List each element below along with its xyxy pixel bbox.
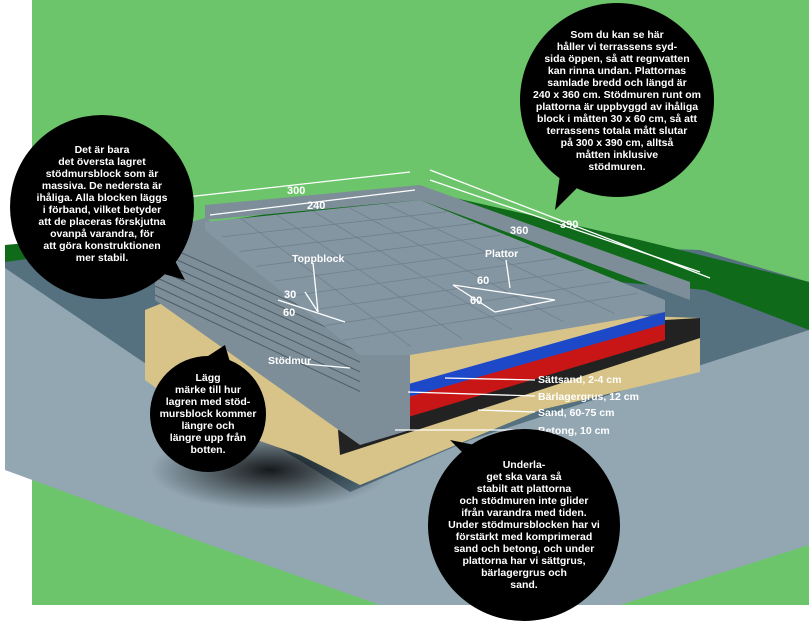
tile-seam	[273, 246, 529, 282]
label-sattsand: Sättsand, 2-4 cm	[538, 374, 621, 386]
dim-tile-60-a: 60	[477, 275, 489, 287]
callout-line: plattorna har vi sättgrus,	[462, 555, 585, 567]
callout-line: Som du kan se här	[570, 29, 663, 41]
callout-line: längre upp från	[170, 432, 246, 444]
callout-line: stödmuren.	[588, 161, 645, 173]
retaining-wall-back	[205, 185, 690, 300]
callout-line: stödmursblock som är	[46, 168, 159, 180]
callout-line: Det är bara	[75, 144, 130, 156]
callout-line: Under stödmursblocken har vi	[448, 519, 600, 531]
tile-seam	[342, 292, 638, 341]
callout-line: botten.	[191, 444, 226, 456]
tile-seam	[383, 203, 615, 314]
callout-line: ihåliga. Alla blocken läggs	[37, 192, 168, 204]
tile-seam	[239, 222, 475, 252]
callout-line: Underla-	[503, 459, 546, 471]
label-barlagergrus: Bärlagergrus, 12 cm	[538, 391, 639, 403]
tile-seam	[312, 210, 513, 331]
callout-line: och stödmuren inte glider	[460, 495, 589, 507]
retaining-wall-front	[360, 345, 410, 440]
retaining-wall-left	[155, 218, 410, 445]
tile-seam	[240, 218, 412, 347]
label-toppblock: Toppblock	[292, 253, 344, 265]
dim-tile-60-b: 60	[470, 295, 482, 307]
callout-line: block i måtten 30 x 60 cm, så att	[537, 113, 697, 125]
callout-line: terrassens totala mått slutar	[547, 125, 688, 137]
callout-line: massiva. De nedersta är	[42, 180, 162, 192]
callout-line: på 300 x 390 cm, alltså	[561, 137, 674, 149]
tile-seam	[256, 234, 502, 267]
callout-line: mursblock kommer	[160, 408, 257, 420]
callout-line: kan rinna undan. Plattornas	[548, 65, 686, 77]
callout-line: ifrån varandra med tiden.	[461, 507, 587, 519]
dimension-lines	[159, 169, 711, 431]
callout-line: lagren med stöd-	[166, 396, 251, 408]
callout-line: i förband, vilket betyder	[43, 204, 161, 216]
callout-line: det översta lagret	[58, 156, 146, 168]
paving-tiles	[205, 200, 665, 355]
callout-line: sand.	[510, 579, 538, 591]
label-stodmur: Stödmur	[268, 355, 311, 367]
callout-line: samlade bredd och längd är	[547, 77, 686, 89]
dim-300: 300	[287, 185, 305, 197]
dim-240: 240	[307, 200, 325, 212]
tile-seam	[308, 269, 584, 312]
callout-line: sand och betong, och under	[454, 543, 595, 555]
callout-line: måtten inklusive	[576, 149, 658, 161]
callout-line: get ska vara så	[486, 471, 561, 483]
dim-360: 360	[510, 225, 528, 237]
callout-line: 240 x 360 cm. Stödmuren runt om	[533, 89, 701, 101]
tile-grid	[222, 203, 638, 347]
label-sand: Sand, 60-75 cm	[538, 407, 614, 419]
callout-line: Lägg	[195, 372, 220, 384]
callout-line: sida öppen, så att regnvatten	[544, 53, 689, 65]
tile-seam	[276, 214, 462, 339]
callout-line: märke till hur	[175, 384, 241, 396]
callout-line: att de placeras förskjutna	[38, 216, 165, 228]
dim-block-30: 30	[284, 289, 296, 301]
setting-sand-layer	[405, 312, 665, 398]
callout-line: plattorna är uppbyggd av ihåliga	[536, 101, 698, 113]
tile-seam	[291, 257, 557, 297]
label-betong: Betong, 10 cm	[538, 425, 610, 437]
callout-line: stabilt att plattorna	[477, 483, 572, 495]
label-plattor: Plattor	[485, 248, 518, 260]
callout-line: ovanpå varandra, för	[50, 228, 154, 240]
dim-390: 390	[560, 219, 578, 231]
dim-block-60: 60	[283, 307, 295, 319]
tile-seam	[222, 211, 448, 238]
callout-line: håller vi terrassens syd-	[557, 41, 678, 53]
tile-seam	[348, 206, 564, 323]
callout-line: mer stabil.	[76, 252, 129, 264]
callout-line: bärlagergrus och	[481, 567, 567, 579]
callout-line: förstärkt med komprimerad	[456, 531, 593, 543]
callout-line: längre och	[181, 420, 234, 432]
callout-line: att göra konstruktionen	[43, 240, 160, 252]
tile-seam	[325, 281, 611, 326]
